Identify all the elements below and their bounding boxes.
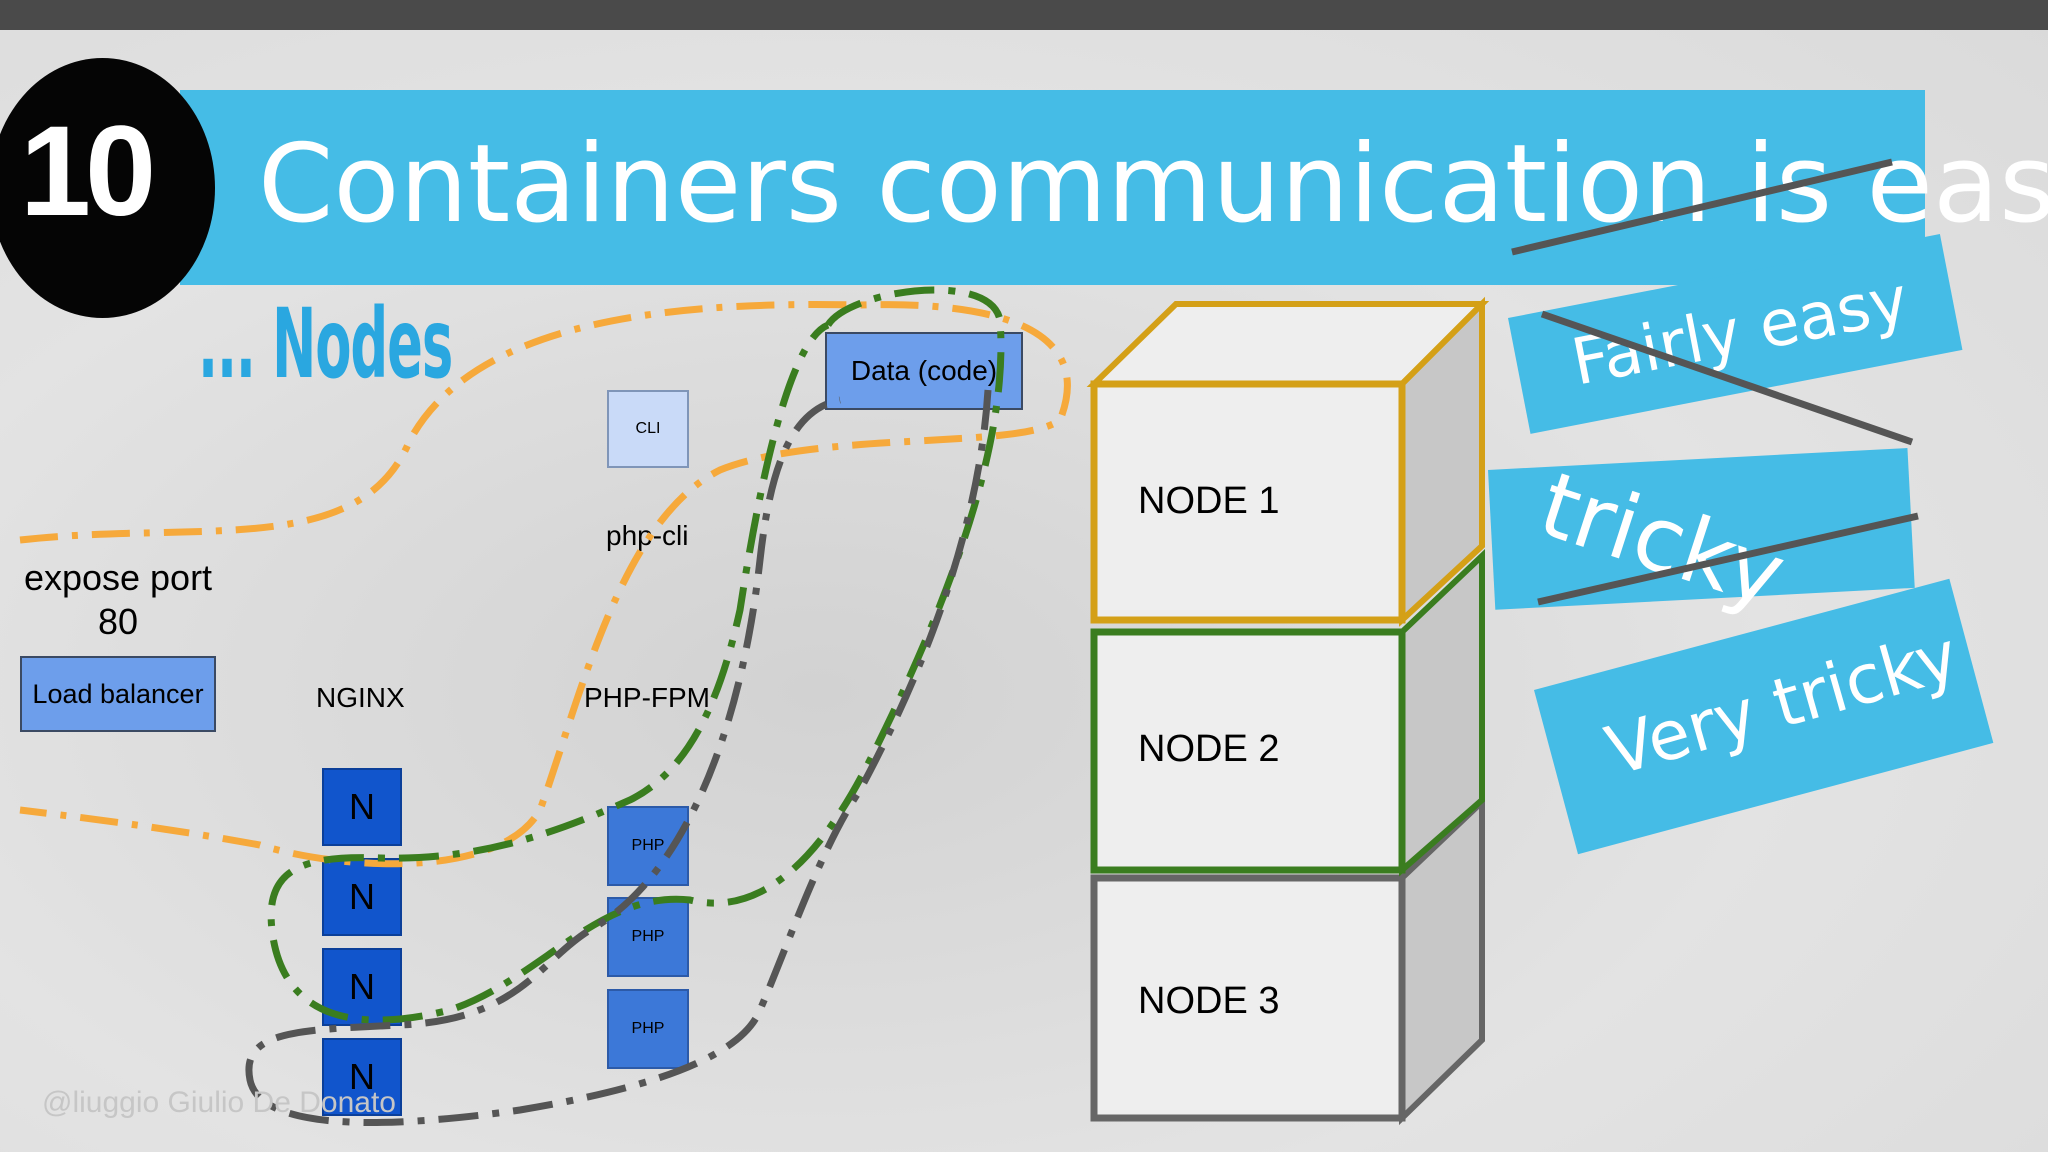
node-3-cube — [1090, 795, 1485, 1126]
cli-box: CLI — [607, 390, 689, 468]
nginx-container: N — [322, 1038, 402, 1116]
php-container: PHP — [607, 897, 689, 977]
top-bar — [0, 0, 2048, 30]
nginx-container: N — [322, 768, 402, 846]
node-1-cube — [1086, 296, 1490, 627]
slide-number-badge — [0, 58, 215, 318]
slide-title: Containers communication is easy — [258, 122, 2048, 247]
load-balancer-box: Load balancer — [20, 656, 216, 732]
watermark: @liuggio Giulio De Donato — [42, 1086, 396, 1119]
expose-port-label: expose port 80 — [23, 557, 213, 643]
node-2-cube — [1090, 549, 1485, 877]
nginx-label: NGINX — [316, 682, 405, 713]
title-strikethrough — [1511, 158, 1893, 256]
node-2-label: NODE 2 — [1138, 728, 1280, 770]
green-route — [267, 286, 1005, 1024]
node-1-label: NODE 1 — [1138, 480, 1280, 522]
slide-number: 10 — [19, 100, 156, 243]
tricky-strikethrough — [1537, 512, 1919, 606]
nodes-subtitle: ... Nodes — [198, 288, 453, 400]
phpfpm-label: PHP-FPM — [584, 682, 710, 713]
orange-route — [19, 301, 1071, 868]
fairly-easy-strikethrough — [1540, 310, 1914, 446]
data-code-box: Data (code) — [825, 332, 1023, 410]
node-3-label: NODE 3 — [1138, 980, 1280, 1022]
nginx-container: N — [322, 858, 402, 936]
php-container: PHP — [607, 989, 689, 1069]
gray-route — [245, 389, 992, 1126]
title-band — [180, 90, 1925, 285]
